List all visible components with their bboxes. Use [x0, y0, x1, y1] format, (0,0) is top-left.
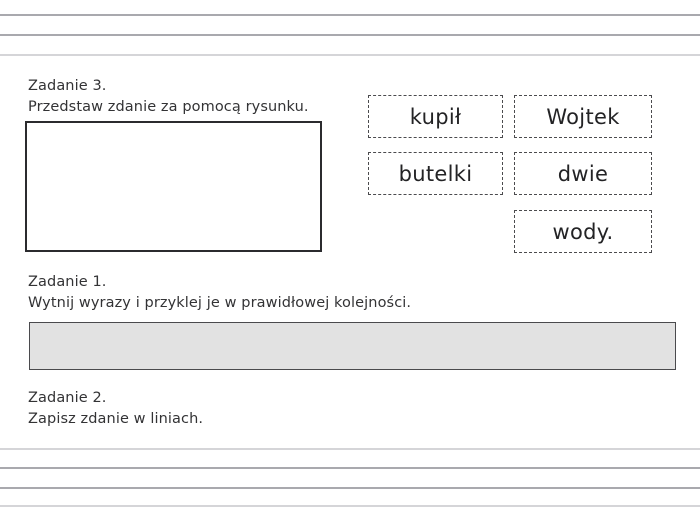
task-zadanie-2-description: Zapisz zdanie w liniach. [28, 411, 204, 427]
task-zadanie-1-title: Zadanie 1. [28, 274, 107, 290]
task-zadanie-1: Zadanie 1. Wytnij wyrazy i przyklej je w… [28, 272, 411, 314]
task-zadanie-2: Zadanie 2. Zapisz zdanie w liniach. [28, 388, 203, 430]
task-zadanie-1-description: Wytnij wyrazy i przyklej je w prawidłowe… [28, 295, 412, 311]
task-zadanie-3-title: Zadanie 3. [28, 78, 107, 94]
task-zadanie-3-description: Przedstaw zdanie za pomocą rysunku. [28, 99, 309, 115]
word-card-dwie[interactable]: dwie [514, 152, 652, 195]
word-card-kupil[interactable]: kupił [368, 95, 503, 138]
ruled-line-bottom-1 [0, 448, 700, 450]
task-zadanie-3: Zadanie 3. Przedstaw zdanie za pomocą ry… [28, 76, 309, 118]
word-card-wody[interactable]: wody. [514, 210, 652, 253]
drawing-area-box[interactable] [25, 121, 322, 252]
ruled-line-top-3 [0, 54, 700, 56]
paste-strip-area[interactable] [29, 322, 676, 370]
word-card-butelki[interactable]: butelki [368, 152, 503, 195]
task-zadanie-2-title: Zadanie 2. [28, 390, 107, 406]
ruled-line-bottom-4 [0, 505, 700, 507]
ruled-line-top-1 [0, 14, 700, 16]
word-card-wojtek[interactable]: Wojtek [514, 95, 652, 138]
ruled-line-top-2 [0, 34, 700, 36]
ruled-line-bottom-3 [0, 487, 700, 489]
ruled-line-bottom-2 [0, 467, 700, 469]
